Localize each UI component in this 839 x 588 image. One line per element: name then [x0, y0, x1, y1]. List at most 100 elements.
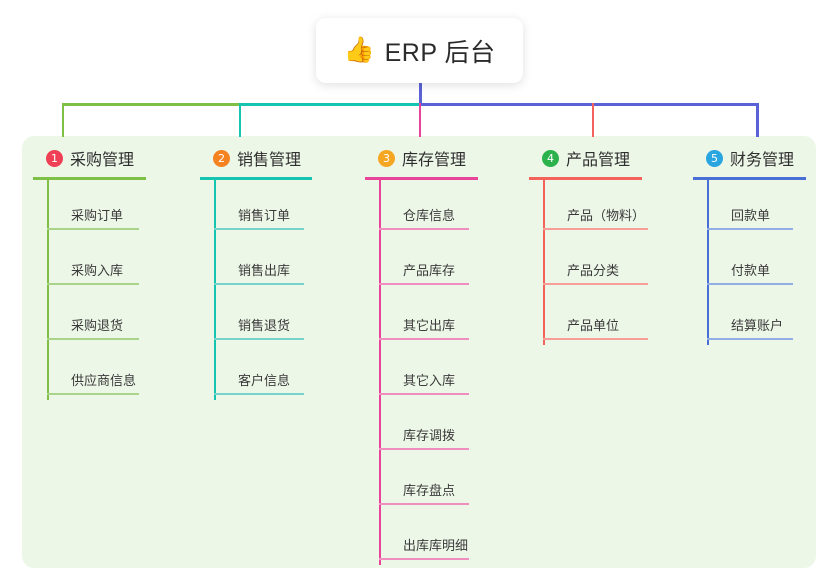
menu-item[interactable]: 回款单 — [707, 180, 839, 235]
menu-item-label: 出库库明细 — [403, 538, 469, 553]
menu-item-label: 供应商信息 — [71, 373, 137, 388]
menu-item[interactable]: 其它出库 — [379, 290, 525, 345]
column-header-inventory[interactable]: 3 库存管理 — [365, 146, 525, 170]
menu-item-label: 采购订单 — [71, 208, 124, 223]
menu-item-label: 产品（物料） — [567, 208, 646, 223]
menu-item-underline — [707, 283, 793, 285]
menu-item-underline — [707, 228, 793, 230]
column-spine-inventory — [379, 180, 381, 565]
column-badge-purchasing: 1 — [46, 149, 63, 167]
menu-item[interactable]: 采购退货 — [47, 290, 193, 345]
menu-item-label: 库存盘点 — [403, 483, 456, 498]
column-badge-product: 4 — [542, 149, 559, 167]
column-header-sales[interactable]: 2 销售管理 — [200, 146, 360, 170]
column-underline-finance — [693, 177, 806, 180]
menu-item[interactable]: 库存盘点 — [379, 455, 525, 510]
column-header-product[interactable]: 4 产品管理 — [529, 146, 689, 170]
column-title-purchasing: 采购管理 — [70, 152, 135, 169]
menu-item-underline — [47, 283, 139, 285]
thumbs-up-icon: 👍 — [343, 36, 375, 64]
menu-item-underline — [379, 503, 469, 505]
menu-item[interactable]: 供应商信息 — [47, 345, 193, 400]
connector-drop-inventory — [419, 103, 421, 137]
connector-drop-purchasing — [62, 103, 64, 137]
menu-item-label: 仓库信息 — [403, 208, 456, 223]
menu-item[interactable]: 仓库信息 — [379, 180, 525, 235]
menu-item-label: 产品分类 — [567, 263, 620, 278]
menu-item-underline — [47, 338, 139, 340]
menu-item[interactable]: 销售订单 — [214, 180, 360, 235]
column-underline-purchasing — [33, 177, 146, 180]
menu-item-label: 采购入库 — [71, 263, 124, 278]
menu-item-underline — [214, 283, 304, 285]
column-items-sales: 销售订单销售出库销售退货客户信息 — [200, 180, 360, 400]
connector-drop-product — [592, 103, 594, 137]
menu-item-underline — [47, 393, 139, 395]
menu-item-label: 结算账户 — [731, 318, 784, 333]
column-underline-inventory — [365, 177, 478, 180]
menu-item[interactable]: 采购订单 — [47, 180, 193, 235]
column-badge-inventory: 3 — [378, 149, 395, 167]
column-inventory: 3 库存管理仓库信息产品库存其它出库其它入库库存调拨库存盘点出库库明细 — [365, 146, 525, 565]
menu-item-label: 库存调拨 — [403, 428, 456, 443]
column-underline-product — [529, 177, 642, 180]
menu-item[interactable]: 产品分类 — [543, 235, 689, 290]
column-spine-purchasing — [47, 180, 49, 400]
menu-item[interactable]: 付款单 — [707, 235, 839, 290]
column-header-purchasing[interactable]: 1 采购管理 — [33, 146, 193, 170]
menu-item-underline — [47, 228, 139, 230]
column-spine-finance — [707, 180, 709, 345]
menu-item-label: 销售订单 — [238, 208, 291, 223]
menu-item[interactable]: 产品库存 — [379, 235, 525, 290]
connector-segment-left-green — [62, 103, 239, 106]
column-badge-sales: 2 — [213, 149, 230, 167]
connector-trunk — [419, 83, 422, 105]
menu-item[interactable]: 销售退货 — [214, 290, 360, 345]
column-title-product: 产品管理 — [566, 152, 631, 169]
menu-item-underline — [379, 558, 469, 560]
menu-item[interactable]: 结算账户 — [707, 290, 839, 345]
menu-item[interactable]: 客户信息 — [214, 345, 360, 400]
menu-item-underline — [214, 338, 304, 340]
diagram-background-panel — [22, 136, 816, 568]
menu-item-underline — [707, 338, 793, 340]
column-product: 4 产品管理产品（物料） 产品分类产品单位 — [529, 146, 689, 345]
connector-segment-right-blue — [419, 103, 757, 106]
column-title-sales: 销售管理 — [237, 152, 302, 169]
column-items-inventory: 仓库信息产品库存其它出库其它入库库存调拨库存盘点出库库明细 — [365, 180, 525, 565]
menu-item[interactable]: 产品单位 — [543, 290, 689, 345]
menu-item-underline — [379, 338, 469, 340]
root-node[interactable]: 👍 ERP 后台 — [316, 18, 523, 83]
menu-item-underline — [214, 228, 304, 230]
menu-item-underline — [543, 283, 648, 285]
menu-item-label: 其它出库 — [403, 318, 456, 333]
menu-item-underline — [543, 338, 648, 340]
column-items-product: 产品（物料） 产品分类产品单位 — [529, 180, 689, 345]
column-underline-sales — [200, 177, 312, 180]
column-purchasing: 1 采购管理采购订单采购入库采购退货供应商信息 — [33, 146, 193, 400]
menu-item-label: 客户信息 — [238, 373, 291, 388]
menu-item[interactable]: 产品（物料） — [543, 180, 689, 235]
column-items-finance: 回款单付款单结算账户 — [693, 180, 839, 345]
menu-item-label: 其它入库 — [403, 373, 456, 388]
menu-item-underline — [543, 228, 648, 230]
menu-item[interactable]: 出库库明细 — [379, 510, 525, 565]
menu-item[interactable]: 其它入库 — [379, 345, 525, 400]
menu-item-label: 回款单 — [731, 208, 771, 223]
menu-item[interactable]: 库存调拨 — [379, 400, 525, 455]
menu-item-label: 采购退货 — [71, 318, 124, 333]
column-spine-sales — [214, 180, 216, 400]
menu-item[interactable]: 销售出库 — [214, 235, 360, 290]
connector-segment-mid-teal — [239, 103, 419, 106]
menu-item-label: 销售出库 — [238, 263, 291, 278]
column-badge-finance: 5 — [706, 149, 723, 167]
column-sales: 2 销售管理销售订单销售出库销售退货客户信息 — [200, 146, 360, 400]
menu-item-underline — [379, 393, 469, 395]
menu-item-label: 付款单 — [731, 263, 771, 278]
menu-item[interactable]: 采购入库 — [47, 235, 193, 290]
connector-drop-sales — [239, 103, 241, 137]
root-node-title: ERP 后台 — [384, 38, 496, 67]
column-title-inventory: 库存管理 — [402, 152, 467, 169]
column-spine-product — [543, 180, 545, 345]
